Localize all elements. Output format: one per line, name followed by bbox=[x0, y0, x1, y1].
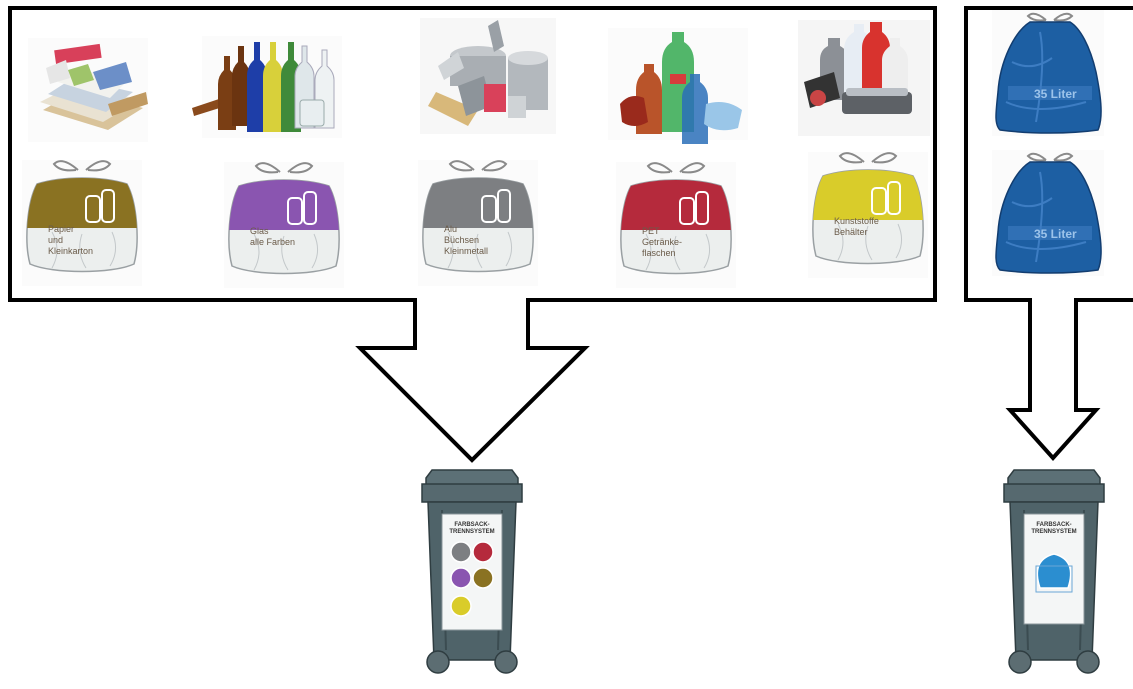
bag-label-line: Papier bbox=[48, 224, 74, 234]
residual-bin: FARBSACK-TRENNSYSTEM bbox=[1004, 470, 1104, 673]
residual-bag: 35 Liter bbox=[992, 10, 1104, 136]
pet-bottles-icon bbox=[608, 28, 748, 144]
bag-label-line: Glas bbox=[250, 226, 269, 236]
residual-bag: 35 Liter bbox=[992, 150, 1104, 276]
bag-label-line: Getränke- bbox=[642, 237, 682, 247]
bag-label-line: alle Farben bbox=[250, 237, 295, 247]
bag-volume-label: 35 Liter bbox=[1034, 227, 1077, 241]
bin-wheel bbox=[1009, 651, 1031, 673]
bin-sign-subtitle: TRENNSYSTEM bbox=[1031, 529, 1076, 535]
bag-label-line: und bbox=[48, 235, 63, 245]
bag-label-line: Kleinkarton bbox=[48, 246, 93, 256]
bag-label-line: Büchsen bbox=[444, 235, 479, 245]
sign-bag-icon bbox=[473, 568, 493, 588]
sign-bag-icon bbox=[473, 542, 493, 562]
bin-sign-title: FARBSACK- bbox=[1036, 522, 1071, 528]
bin-wheel bbox=[1077, 651, 1099, 673]
recycling-bin: FARBSACK-TRENNSYSTEM bbox=[422, 470, 522, 673]
bag-label-line: Behälter bbox=[834, 227, 868, 237]
bag-label-line: flaschen bbox=[642, 248, 676, 258]
sign-blue-bag-icon bbox=[1037, 554, 1070, 588]
paper-cardboard-pile-icon bbox=[28, 38, 148, 142]
bag-label-line: Kleinmetall bbox=[444, 246, 488, 256]
bin-wheel bbox=[427, 651, 449, 673]
bag-label-line: Alu bbox=[444, 224, 457, 234]
bag-label-line: PET bbox=[642, 226, 660, 236]
bin-sign-title: FARBSACK- bbox=[454, 522, 489, 528]
plastic-containers-icon bbox=[798, 20, 930, 136]
sign-bag-icon bbox=[451, 568, 471, 588]
sign-bag-icon bbox=[451, 542, 471, 562]
bag-label-line: Kunststoffe bbox=[834, 216, 879, 226]
metal-cans-icon bbox=[420, 18, 556, 134]
bin-sign-subtitle: TRENNSYSTEM bbox=[449, 529, 494, 535]
glass-bottles-icon bbox=[192, 36, 342, 138]
sign-bag-icon bbox=[451, 596, 471, 616]
bin-wheel bbox=[495, 651, 517, 673]
bag-volume-label: 35 Liter bbox=[1034, 87, 1077, 101]
